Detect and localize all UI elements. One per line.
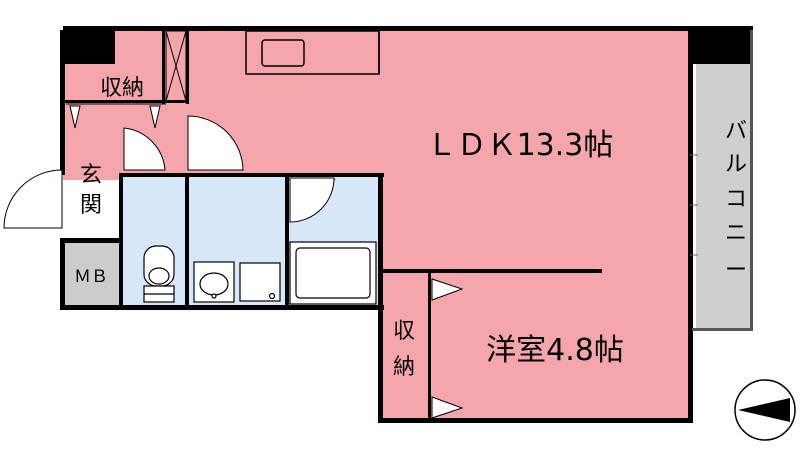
storage-side-label-1: 収 (393, 319, 415, 344)
storage-door-marks (66, 103, 166, 129)
balcony-label-2: ル (725, 152, 747, 177)
storage-top-label: 収納 (100, 76, 144, 101)
kitchen-counter (245, 30, 380, 75)
storage-side-label-2: 納 (393, 355, 415, 380)
mb-area (63, 242, 121, 306)
walls (60, 26, 753, 423)
washbasin-icon (193, 261, 281, 303)
entrance-label-2: 関 (80, 193, 102, 218)
western-room-label: 洋室4.8帖 (486, 333, 624, 368)
balcony-area (696, 30, 752, 330)
mb-label: ＭＢ (74, 267, 108, 287)
kitchen-sink-icon (261, 39, 305, 67)
balcony-label-4: ニ (725, 221, 747, 246)
toilet-icon (143, 245, 175, 303)
balcony-label-1: バ (725, 119, 747, 144)
door-swing-icon (3, 115, 336, 229)
balcony-label-3: コ (725, 187, 747, 212)
balcony-window-ticks (690, 154, 698, 256)
balcony-label-5: ー (725, 258, 747, 283)
closet-cross (165, 30, 187, 102)
western-storage-doors (431, 278, 464, 419)
north-arrow-icon (734, 379, 796, 441)
balcony-top-block (690, 30, 750, 64)
entrance-label-1: 玄 (80, 163, 102, 188)
ldk-label: ＬＤＫ13.3帖 (427, 128, 614, 163)
bathtub-icon (289, 241, 377, 305)
